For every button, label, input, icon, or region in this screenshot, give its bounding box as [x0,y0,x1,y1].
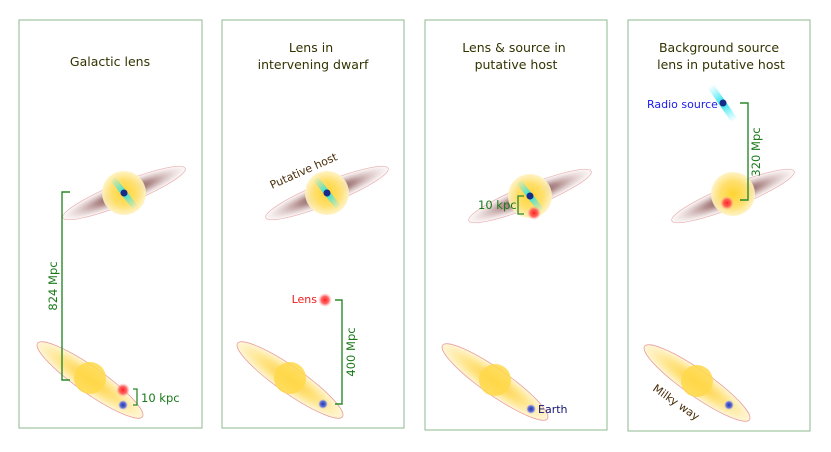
panel-intervening-dwarf: Lens in intervening dwarf Putative host … [221,19,405,429]
distance-bracket [61,191,70,381]
distance-bracket [335,299,343,405]
earth-label: Earth [538,403,568,416]
radio-source [313,176,341,210]
panel-frame [221,19,405,429]
panel-title: Background source lens in putative host [657,40,785,72]
size-label: 10 kpc [141,391,180,405]
distance-label: 400 Mpc [344,327,358,376]
panel-title: Galactic lens [70,54,150,69]
host-galaxy [265,165,389,221]
milky-way [643,344,751,422]
panel-background-source: Background source lens in putative host … [627,19,811,432]
host-galaxy [671,168,795,224]
size-label: 10 kpc [478,198,517,212]
panel-frame [18,19,203,429]
earth-marker [724,400,734,410]
size-bracket [517,195,524,215]
lens-object [527,206,541,220]
earth-marker [318,399,328,409]
milky-way [36,341,144,419]
panel-frame [424,19,608,431]
lens-label: Lens [292,293,318,306]
panel-title: Lens & source in putative host [462,40,569,72]
radio-source [708,84,737,122]
radio-source [110,176,138,210]
host-galaxy [468,168,592,224]
earth-marker [118,400,128,410]
distance-label: 824 Mpc [46,261,60,310]
host-galaxy [62,165,186,221]
lens-object [720,196,734,210]
panel-title: Lens in intervening dwarf [258,40,369,72]
earth-marker [526,404,536,414]
distance-bracket [740,102,749,201]
milky-way [441,343,549,421]
radio-source [516,179,544,213]
size-bracket [133,388,138,406]
milky-way [236,341,344,419]
source-label: Radio source [647,98,718,111]
distance-label: 320 Mpc [749,127,763,176]
panel-galactic-lens: Galactic lens 824 Mpc 10 kpc [18,19,203,429]
lens-object [116,383,130,397]
lens-object [318,293,332,307]
panel-lens-source-host: Lens & source in putative host 10 kpc Ea… [424,19,608,431]
panel-frame [627,19,811,432]
